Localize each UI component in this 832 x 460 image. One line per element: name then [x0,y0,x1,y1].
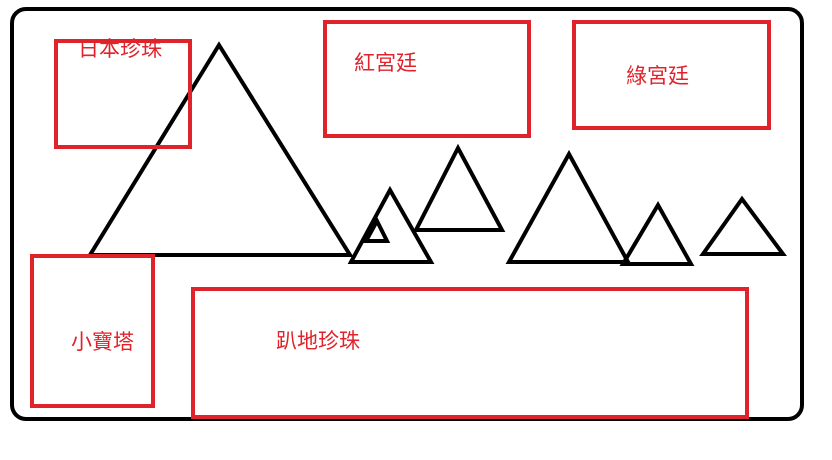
box-japan-pearl [54,39,192,149]
small-triangle-1 [619,200,695,266]
label-japan-pearl: 日本珍珠 [78,37,162,61]
label-small-pagoda: 小寶塔 [71,330,134,354]
medium-triangle-1 [347,185,435,264]
box-ground-pearl [191,287,749,419]
box-small-pagoda [30,254,155,408]
large-triangle [86,41,354,257]
label-red-palace: 紅宮廷 [354,51,417,75]
small-triangle-2 [699,195,787,256]
medium-triangle-2 [412,143,506,232]
box-green-palace [572,20,771,130]
label-ground-pearl: 趴地珍珠 [276,329,360,353]
box-red-palace [323,20,531,138]
label-green-palace: 綠宮廷 [626,64,689,88]
tiny-triangle [362,216,391,243]
medium-triangle-3 [505,149,632,264]
